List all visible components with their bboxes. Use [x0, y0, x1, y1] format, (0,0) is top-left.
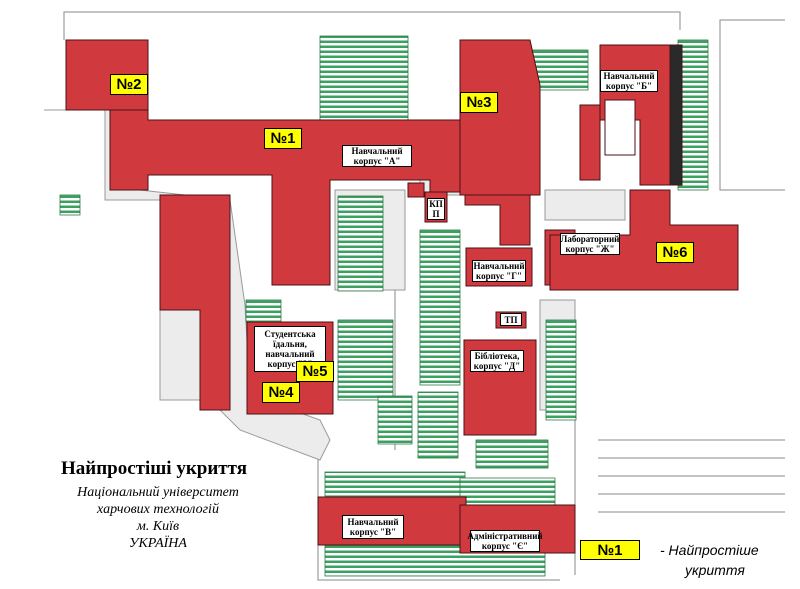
shelter-badge-5: №5	[296, 361, 334, 382]
label-building-g: Навчальний корпус "Г"	[472, 260, 526, 282]
legend-badge: №1	[580, 540, 640, 560]
legend-text-1: - Найпростіше	[660, 542, 759, 558]
label-building-kpp: КП П	[427, 198, 445, 220]
building-b-annex	[669, 44, 683, 186]
label-building-tp: ТП	[500, 313, 522, 326]
building-3	[459, 39, 541, 196]
map-title: Найпростіші укриття	[60, 458, 247, 479]
university-line-2: харчових технологій	[97, 502, 219, 517]
university-line-1: Національний університет	[77, 485, 239, 500]
label-building-a: Навчальний корпус "А"	[342, 145, 412, 167]
label-building-d: Бібліотека, корпус "Д"	[470, 350, 524, 372]
label-building-zh: Лабораторний корпус "Ж"	[560, 233, 620, 255]
green-areas	[59, 35, 709, 577]
university-city: м. Київ	[136, 519, 180, 534]
label-building-v: Навчальний корпус "В"	[342, 515, 404, 539]
label-building-ye: Адміністративний корпус "Є"	[467, 530, 543, 552]
shelter-badge-3: №3	[460, 92, 498, 113]
legend-text-2: укриття	[685, 562, 745, 578]
shelter-badge-6: №6	[656, 242, 694, 263]
shelter-badge-4: №4	[262, 382, 300, 403]
shelter-badge-2: №2	[110, 74, 148, 95]
label-building-b: Навчальний корпус "Б"	[600, 70, 658, 92]
shelter-badge-1: №1	[264, 128, 302, 149]
university-country: УКРАЇНА	[129, 536, 187, 551]
building-wing-left	[159, 194, 231, 411]
